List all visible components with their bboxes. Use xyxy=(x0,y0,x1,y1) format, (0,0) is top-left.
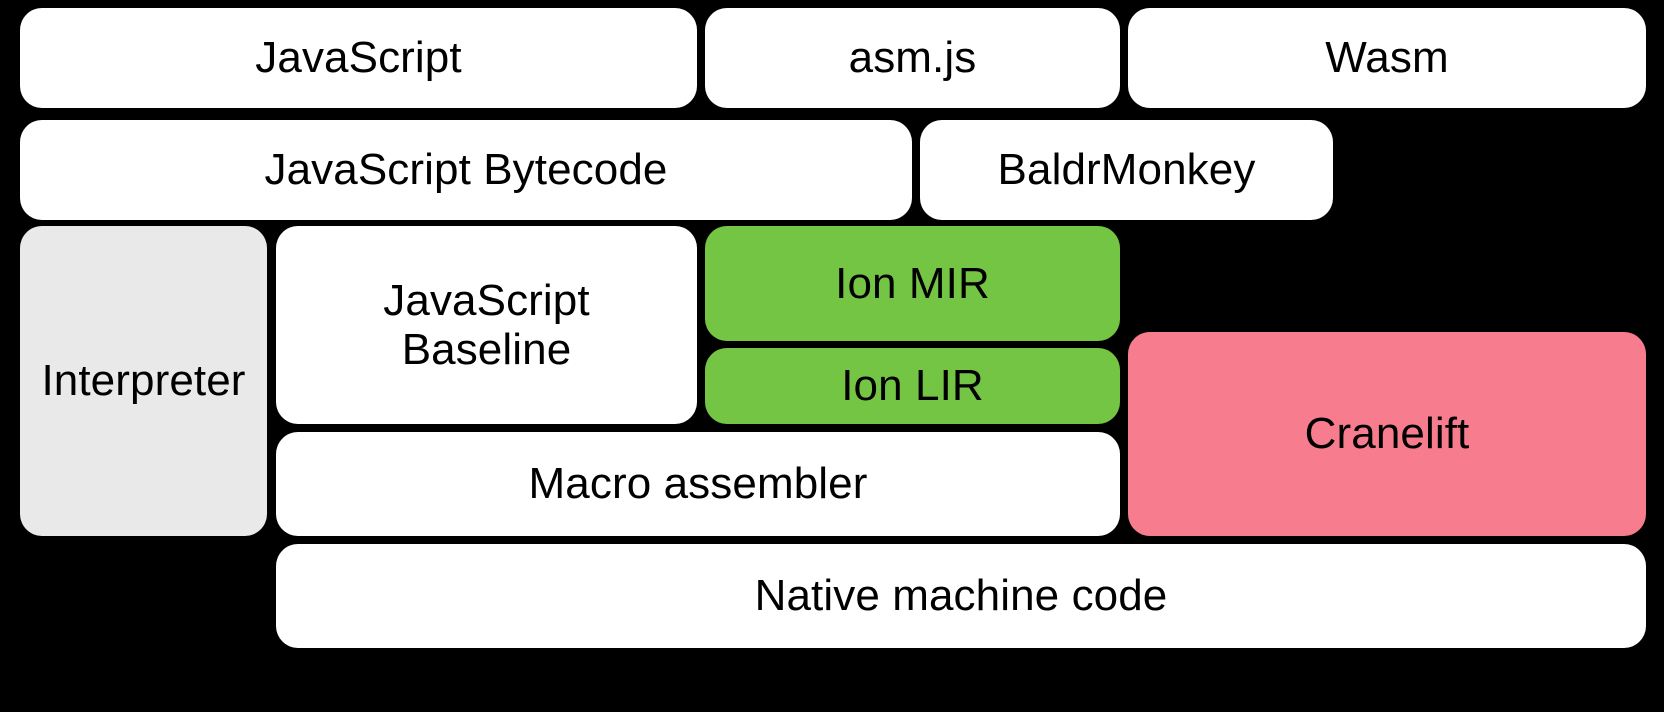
node-javascript-baseline: JavaScript Baseline xyxy=(276,226,697,424)
node-javascript-bytecode: JavaScript Bytecode xyxy=(20,120,912,220)
node-label-javascript-bytecode: JavaScript Bytecode xyxy=(264,145,668,195)
node-label-cranelift: Cranelift xyxy=(1304,409,1470,459)
node-label-native-machine-code: Native machine code xyxy=(754,571,1168,621)
node-ion-lir: Ion LIR xyxy=(705,348,1120,424)
node-baldrmonkey: BaldrMonkey xyxy=(920,120,1333,220)
node-macro-assembler: Macro assembler xyxy=(276,432,1120,536)
node-ion-mir: Ion MIR xyxy=(705,226,1120,341)
node-javascript: JavaScript xyxy=(20,8,697,108)
node-label-javascript: JavaScript xyxy=(255,33,462,83)
node-label-ion-lir: Ion LIR xyxy=(841,361,984,411)
node-cranelift: Cranelift xyxy=(1128,332,1646,536)
node-label-interpreter: Interpreter xyxy=(41,356,246,406)
node-wasm: Wasm xyxy=(1128,8,1646,108)
node-native-machine-code: Native machine code xyxy=(276,544,1646,648)
node-interpreter: Interpreter xyxy=(20,226,267,536)
node-label-ion-mir: Ion MIR xyxy=(835,258,990,308)
node-label-baldrmonkey: BaldrMonkey xyxy=(997,145,1256,195)
node-label-wasm: Wasm xyxy=(1325,33,1449,83)
node-label-javascript-baseline: JavaScript Baseline xyxy=(383,275,590,374)
node-asm-js: asm.js xyxy=(705,8,1120,108)
node-label-asm-js: asm.js xyxy=(848,33,977,83)
node-label-macro-assembler: Macro assembler xyxy=(528,459,868,509)
